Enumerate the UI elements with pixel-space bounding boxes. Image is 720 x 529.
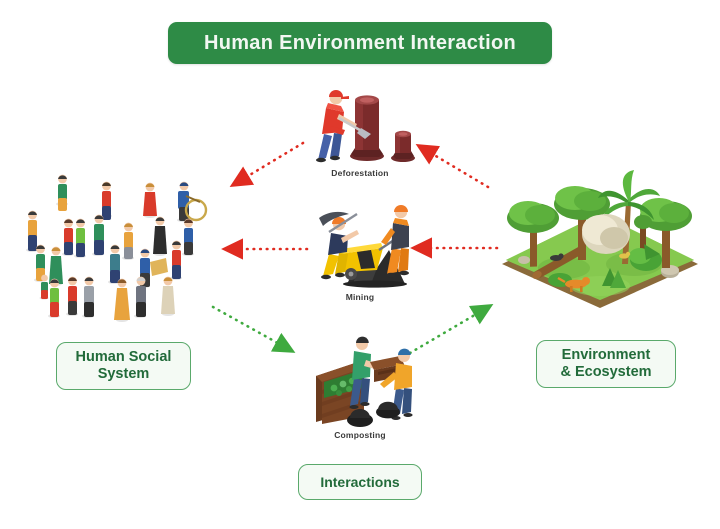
bird-figure: [619, 251, 631, 259]
human-social-system-line2: System: [97, 366, 150, 382]
composting-illustration: [300, 332, 432, 428]
jungle-ecosystem-illustration: [494, 168, 706, 320]
deforestation-illustration: [295, 78, 425, 166]
tiger-figure: [557, 276, 590, 292]
page-title: Human Environment Interaction: [203, 31, 517, 54]
human-social-system-line1: Human Social: [75, 348, 172, 365]
label-environment-ecosystem: Environment & Ecosystem: [536, 340, 676, 388]
label-interactions: Interactions: [298, 464, 422, 500]
page-title-banner: Human Environment Interaction: [168, 22, 552, 64]
arrow-environment-to-deforestation: [415, 144, 490, 189]
interactions-label: Interactions: [320, 473, 400, 490]
mining-illustration: [305, 198, 425, 288]
label-human-social-system: Human Social System: [56, 342, 191, 390]
deforestation-caption: Deforestation: [331, 168, 389, 178]
mining-caption: Mining: [345, 292, 375, 302]
small-animal-figure: [550, 253, 564, 261]
environment-ecosystem-line1: Environment: [561, 346, 651, 363]
arrow-deforestation-to-human: [229, 141, 305, 188]
arrow-human-to-composting: [211, 305, 296, 353]
crowd-of-people-illustration: [18, 158, 214, 323]
environment-ecosystem-line2: & Ecosystem: [560, 364, 652, 380]
composting-caption: Composting: [334, 430, 386, 440]
